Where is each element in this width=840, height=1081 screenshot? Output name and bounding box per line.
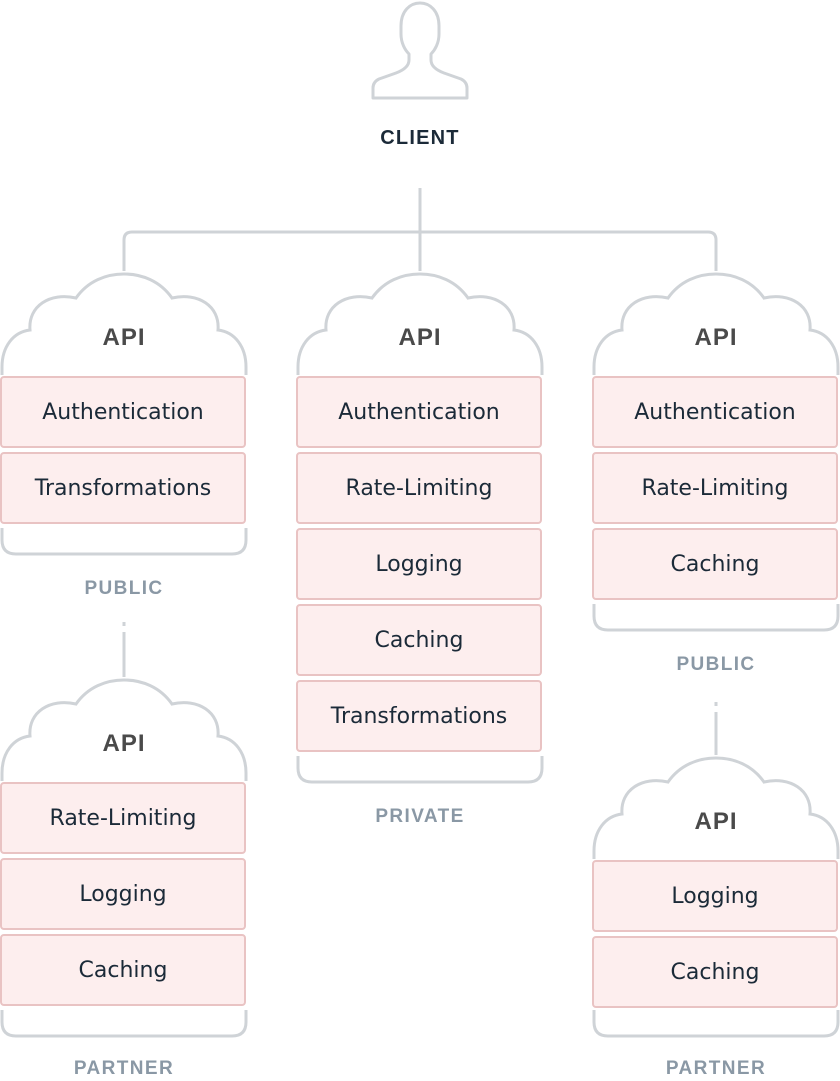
- client-label: CLIENT: [380, 127, 460, 149]
- policy-caching: Caching: [296, 604, 542, 676]
- tier-label-public: PUBLIC: [84, 578, 164, 599]
- tier-label-partner: PARTNER: [73, 1058, 175, 1079]
- cloud-outline: [592, 756, 840, 1038]
- api-title: API: [694, 808, 738, 835]
- cloud-outline: [296, 272, 544, 784]
- policy-transformations: Transformations: [296, 680, 542, 752]
- cloud-outline: [0, 272, 248, 556]
- client-person-icon: [371, 1, 469, 100]
- tier-label-partner: PARTNER: [665, 1058, 767, 1079]
- policy-logging: Logging: [296, 528, 542, 600]
- policy-authentication: Authentication: [592, 376, 838, 448]
- cloud-outline: [592, 272, 840, 632]
- policy-authentication: Authentication: [0, 376, 246, 448]
- policy-caching: Caching: [592, 528, 838, 600]
- api-title: API: [102, 730, 146, 757]
- tier-label-private: PRIVATE: [375, 806, 465, 827]
- policy-authentication: Authentication: [296, 376, 542, 448]
- api-title: API: [102, 324, 146, 351]
- policy-caching: Caching: [0, 934, 246, 1006]
- api-title: API: [694, 324, 738, 351]
- policy-rate-limiting: Rate-Limiting: [0, 782, 246, 854]
- policy-transformations: Transformations: [0, 452, 246, 524]
- cloud-outline: [0, 678, 248, 1038]
- policy-logging: Logging: [592, 860, 838, 932]
- policy-rate-limiting: Rate-Limiting: [296, 452, 542, 524]
- policy-logging: Logging: [0, 858, 246, 930]
- policy-rate-limiting: Rate-Limiting: [592, 452, 838, 524]
- policy-caching: Caching: [592, 936, 838, 1008]
- tier-label-public: PUBLIC: [676, 654, 756, 675]
- api-title: API: [398, 324, 442, 351]
